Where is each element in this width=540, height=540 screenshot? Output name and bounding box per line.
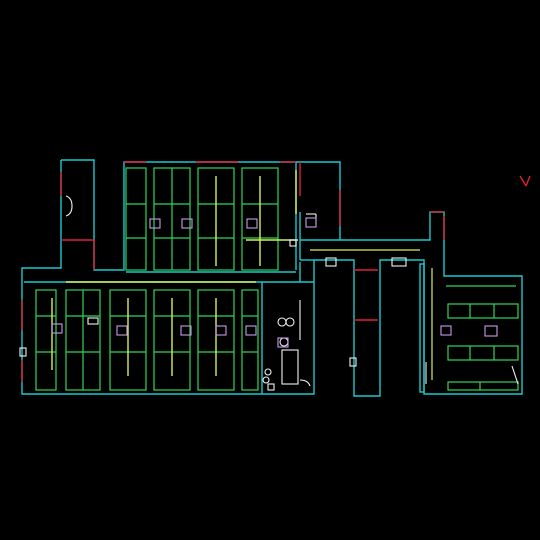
north-arrow-mark [525, 175, 531, 187]
markers [51, 217, 498, 348]
shelf-block [35, 289, 57, 391]
chair-icon [264, 368, 272, 376]
marker-box [180, 325, 192, 336]
wall-fixture [511, 365, 519, 385]
corridor-details [310, 249, 433, 380]
marker-box [51, 323, 63, 334]
shelf-block [447, 345, 519, 361]
shelf-accent-lines-bottom [51, 239, 298, 376]
shelf-block [125, 167, 147, 271]
table-fixture [281, 349, 299, 385]
door-openings [21, 161, 531, 382]
door-fixture [19, 347, 27, 357]
box-fixture [267, 383, 275, 391]
marker-box [181, 218, 193, 229]
stair-fixture [65, 195, 73, 217]
box-fixture [87, 317, 99, 325]
box-fixture [325, 257, 337, 267]
north-arrow-mark [519, 175, 527, 187]
shelf-block [447, 381, 519, 391]
box-fixture [349, 357, 357, 367]
shelving-right-wing [446, 285, 519, 391]
column-line [419, 263, 425, 393]
marker-box [116, 325, 128, 336]
shelf-block [241, 289, 259, 391]
marker-box [245, 325, 257, 336]
chair-icon [285, 317, 295, 327]
marker-box [246, 218, 258, 229]
box-fixture [289, 239, 297, 247]
marker-box [305, 217, 317, 228]
box-fixture [391, 257, 407, 267]
marker-box [440, 325, 452, 336]
marker-box [149, 218, 161, 229]
shelving-bottom-row [35, 289, 259, 391]
marker-box [215, 325, 227, 336]
shelf-block [153, 289, 191, 391]
fixtures [19, 195, 519, 391]
arc-fixture [299, 379, 311, 387]
chair-icon [262, 376, 270, 384]
marker-box [484, 325, 498, 337]
shelf-block [447, 303, 519, 319]
marker-box [277, 337, 289, 348]
shelf-accent-lines [215, 170, 297, 266]
shelf-block [241, 167, 279, 271]
shelf-block [197, 289, 235, 391]
shelf-block [197, 167, 235, 271]
shelf-block [109, 289, 147, 391]
